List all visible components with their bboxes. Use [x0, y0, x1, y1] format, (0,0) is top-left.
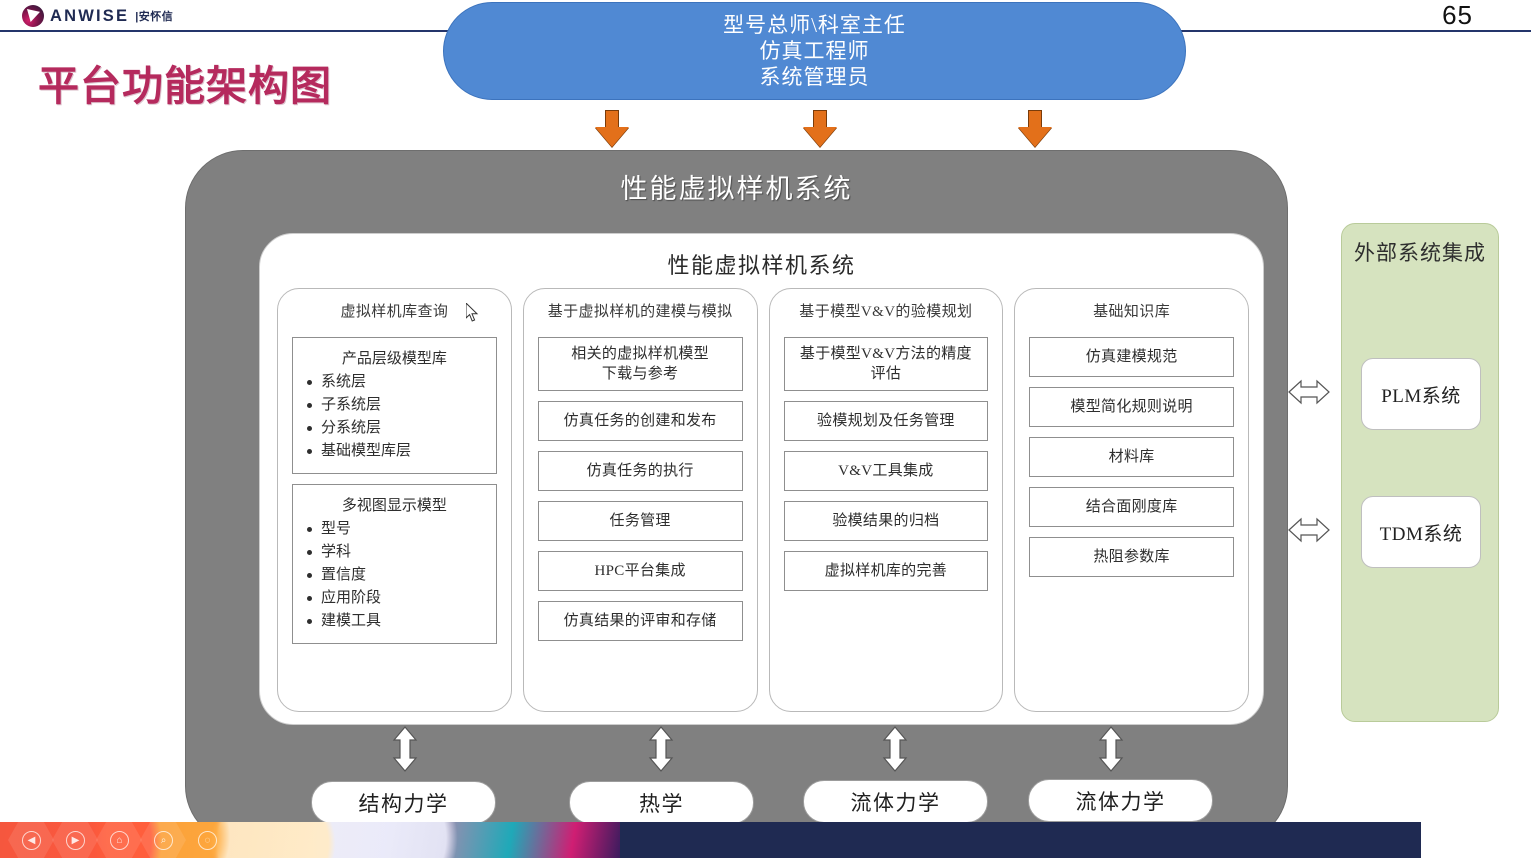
role-pill: 型号总师\科室主任 仿真工程师 系统管理员	[443, 2, 1186, 100]
feature-column-3[interactable]: 基于模型V&V的验模规划 基于模型V&V方法的精度评估 验模规划及任务管理 V&…	[768, 288, 1004, 712]
forward-icon[interactable]: ▶	[66, 831, 85, 850]
column-4-title: 基础知识库	[1093, 304, 1171, 320]
feature-cell[interactable]: V&V工具集成	[783, 451, 989, 491]
feature-cell[interactable]: 验模规划及任务管理	[783, 401, 989, 441]
page-number: 65	[1442, 0, 1473, 30]
system-outer-title: 性能虚拟样机系统	[620, 174, 853, 204]
external-system-tdm[interactable]: TDM系统	[1361, 496, 1481, 568]
list-item[interactable]: 建模工具	[307, 610, 490, 633]
list-item[interactable]: 基础模型库层	[307, 440, 490, 463]
external-systems-title: 外部系统集成	[1354, 241, 1486, 265]
feature-cell[interactable]: 结合面刚度库	[1029, 487, 1234, 527]
search-icon[interactable]: ⌕	[154, 831, 173, 850]
double-arrow-vertical-icon-1	[392, 726, 418, 772]
discipline-box-1[interactable]: 结构力学	[311, 781, 496, 824]
role-line-3: 系统管理员	[759, 65, 870, 89]
down-arrow-icon-2	[803, 110, 837, 147]
group-1-title: 产品层级模型库	[341, 351, 447, 367]
list-item[interactable]: 子系统层	[307, 394, 490, 417]
logo-chinese-name: |安怀信	[135, 11, 174, 23]
feature-cell[interactable]: HPC平台集成	[537, 551, 743, 591]
list-item[interactable]: 学科	[307, 541, 490, 564]
page-title: 平台功能架构图	[38, 63, 332, 109]
role-line-2: 仿真工程师	[759, 39, 870, 63]
feature-cell[interactable]: 仿真结果的评审和存储	[537, 601, 743, 641]
double-arrow-horizontal-icon-2	[1288, 517, 1330, 543]
list-item[interactable]: 系统层	[307, 371, 490, 394]
feature-cell[interactable]: 任务管理	[537, 501, 743, 541]
list-item[interactable]: 置信度	[307, 564, 490, 587]
discipline-box-2[interactable]: 热学	[569, 781, 754, 824]
taskbar-artwork	[0, 822, 620, 858]
mouse-cursor-icon	[465, 301, 479, 323]
feature-cell[interactable]: 基于模型V&V方法的精度评估	[783, 337, 989, 391]
list-item[interactable]: 分系统层	[307, 417, 490, 440]
down-arrow-icon-1	[595, 110, 629, 147]
column-3-title: 基于模型V&V的验模规划	[799, 304, 973, 320]
group-product-hierarchy[interactable]: 产品层级模型库 系统层 子系统层 分系统层 基础模型库层	[292, 337, 497, 474]
discipline-box-4[interactable]: 流体力学	[1028, 779, 1213, 822]
double-arrow-vertical-icon-2	[648, 726, 674, 772]
feature-cell[interactable]: 模型简化规则说明	[1029, 387, 1234, 427]
taskbar-right-notch	[1421, 822, 1531, 858]
external-system-plm[interactable]: PLM系统	[1361, 358, 1481, 430]
system-inner-panel: 性能虚拟样机系统 虚拟样机库查询 产品层级模型库 系统层 子系统层 分系统层 基…	[259, 233, 1264, 725]
system-shell: 性能虚拟样机系统 性能虚拟样机系统 虚拟样机库查询 产品层级模型库 系统层 子系…	[185, 150, 1288, 844]
feature-cell[interactable]: 热阻参数库	[1029, 537, 1234, 577]
down-arrow-icon-3	[1018, 110, 1052, 147]
feature-cell[interactable]: 验模结果的归档	[783, 501, 989, 541]
double-arrow-vertical-icon-4	[1098, 726, 1124, 772]
back-icon[interactable]: ◀	[22, 831, 41, 850]
anwise-logo-icon	[22, 5, 44, 27]
feature-cell[interactable]: 材料库	[1029, 437, 1234, 477]
system-inner-title: 性能虚拟样机系统	[667, 253, 856, 278]
list-item[interactable]: 型号	[307, 518, 490, 541]
home-icon[interactable]: ⌂	[110, 831, 129, 850]
feature-cell[interactable]: 相关的虚拟样机模型下载与参考	[537, 337, 743, 391]
role-line-1: 型号总师\科室主任	[723, 13, 906, 37]
feature-cell[interactable]: 仿真任务的创建和发布	[537, 401, 743, 441]
taskbar[interactable]: ◀ ▶ ⌂ ⌕ ◌ UE	[0, 822, 1531, 858]
group-multiview-model[interactable]: 多视图显示模型 型号 学科 置信度 应用阶段 建模工具	[292, 484, 497, 644]
discipline-box-3[interactable]: 流体力学	[803, 780, 988, 823]
column-2-title: 基于虚拟样机的建模与模拟	[547, 304, 733, 320]
circle-icon[interactable]: ◌	[198, 831, 217, 850]
logo-wordmark: ANWISE	[50, 6, 130, 25]
double-arrow-horizontal-icon-1	[1288, 379, 1330, 405]
group-2-title: 多视图显示模型	[341, 498, 447, 514]
feature-column-2[interactable]: 基于虚拟样机的建模与模拟 相关的虚拟样机模型下载与参考 仿真任务的创建和发布 仿…	[522, 288, 758, 712]
double-arrow-vertical-icon-3	[882, 726, 908, 772]
feature-column-4[interactable]: 基础知识库 仿真建模规范 模型简化规则说明 材料库 结合面刚度库 热阻参数库	[1014, 288, 1249, 712]
external-systems-panel: 外部系统集成 PLM系统 TDM系统	[1341, 223, 1499, 722]
column-1-title: 虚拟样机库查询	[340, 304, 449, 320]
brand-logo: ANWISE |安怀信	[22, 4, 173, 28]
feature-columns: 虚拟样机库查询 产品层级模型库 系统层 子系统层 分系统层 基础模型库层	[277, 288, 1249, 712]
feature-cell[interactable]: 仿真任务的执行	[537, 451, 743, 491]
feature-column-1[interactable]: 虚拟样机库查询 产品层级模型库 系统层 子系统层 分系统层 基础模型库层	[277, 288, 512, 712]
feature-cell[interactable]: 仿真建模规范	[1029, 337, 1234, 377]
feature-cell[interactable]: 虚拟样机库的完善	[783, 551, 989, 591]
list-item[interactable]: 应用阶段	[307, 587, 490, 610]
